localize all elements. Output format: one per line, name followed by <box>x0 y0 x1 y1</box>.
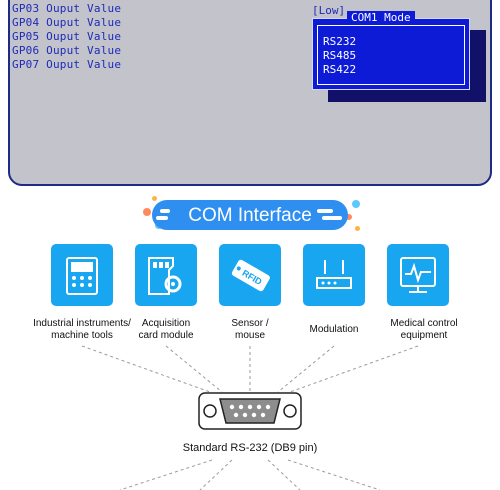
popup-frame <box>317 25 465 85</box>
bios-screen: GP03 Ouput Value GP04 Ouput Value GP05 O… <box>8 0 492 186</box>
connector-caption: Standard RS-232 (DB9 pin) <box>182 442 318 454</box>
banner-wave <box>156 216 168 220</box>
bios-row-gp04[interactable]: GP04 Ouput Value <box>12 16 121 29</box>
bios-row-gp05[interactable]: GP05 Ouput Value <box>12 30 121 43</box>
popup-option-rs232[interactable]: RS232 <box>323 35 357 48</box>
com-interface-banner: COM Interface <box>152 200 348 230</box>
decor-dot <box>355 226 360 231</box>
popup-option-rs485[interactable]: RS485 <box>323 49 357 62</box>
bios-row-gp03[interactable]: GP03 Ouput Value <box>12 2 121 15</box>
bios-row-gp07[interactable]: GP07 Ouput Value <box>12 58 121 71</box>
label-line: mouse <box>234 330 265 341</box>
industrial-instrument-icon <box>51 244 113 306</box>
label-line: machine tools <box>51 330 113 341</box>
banner-title: COM Interface <box>188 205 312 226</box>
acquisition-card-icon <box>135 244 197 306</box>
label-line: Modulation <box>309 324 359 335</box>
label-line: Industrial instruments/ <box>33 318 131 329</box>
label-line: equipment <box>400 330 448 341</box>
bios-row-id: GP05 <box>12 30 40 43</box>
bios-row-label: Ouput Value <box>46 16 122 29</box>
decor-dot <box>352 200 360 208</box>
feature-label-industrial: Industrial instruments/machine tools <box>14 318 150 342</box>
popup-option-rs422[interactable]: RS422 <box>323 63 357 76</box>
label-line: Sensor / <box>231 318 269 329</box>
bios-row-id: GP03 <box>12 2 40 15</box>
bios-row-label: Ouput Value <box>46 58 122 71</box>
bios-row-id: GP04 <box>12 16 40 29</box>
label-line: Acquisition <box>141 318 191 329</box>
decor-dot <box>152 196 157 201</box>
decor-dot <box>143 208 151 216</box>
db9-connector-icon <box>198 392 302 437</box>
bios-row-label: Ouput Value <box>46 30 122 43</box>
label-line: card module <box>138 330 194 341</box>
bios-current-value[interactable]: [Low] <box>312 4 346 17</box>
banner-wave <box>322 216 342 220</box>
bios-row-id: GP06 <box>12 44 40 57</box>
bios-row-id: GP07 <box>12 58 40 71</box>
bios-row-gp06[interactable]: GP06 Ouput Value <box>12 44 121 57</box>
feature-label-modulation: Modulation <box>290 324 378 336</box>
bios-row-label: Ouput Value <box>46 2 122 15</box>
banner-wave <box>317 209 333 213</box>
modulation-router-icon <box>303 244 365 306</box>
com-mode-popup: COM1 Mode RS232 RS485 RS422 <box>312 11 470 90</box>
medical-monitor-icon <box>387 244 449 306</box>
banner-wave <box>160 209 170 213</box>
decor-dot <box>346 214 352 220</box>
label-line: Medical control <box>390 318 458 329</box>
feature-label-sensor: Sensor /mouse <box>206 318 294 342</box>
rfid-tag-icon: RFID <box>219 244 281 306</box>
popup-title: COM1 Mode <box>347 11 415 24</box>
bios-row-label: Ouput Value <box>46 44 122 57</box>
